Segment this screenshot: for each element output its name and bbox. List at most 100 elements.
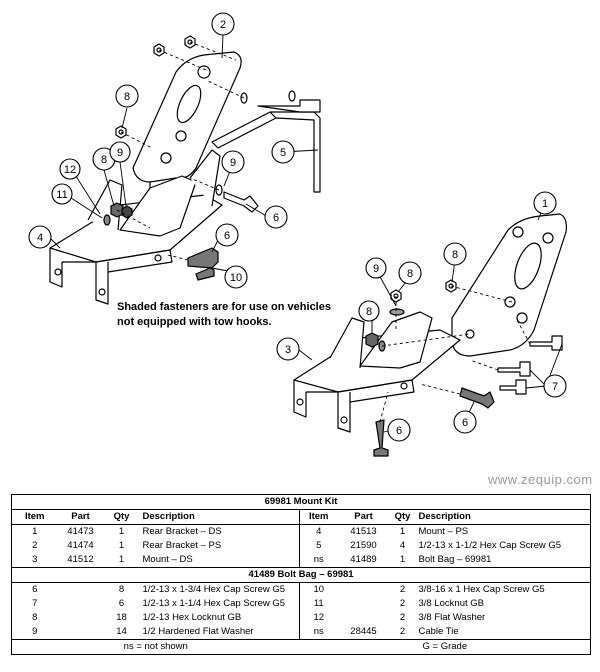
cell-description: Mount – PS bbox=[415, 524, 592, 539]
callout-6: 6 bbox=[396, 425, 402, 437]
cell-qty: 6 bbox=[118, 598, 125, 609]
cell-part: 41489 bbox=[350, 554, 377, 565]
mount-ds-part bbox=[49, 149, 223, 305]
callout-8: 8 bbox=[101, 154, 107, 166]
exploded-parts-diagram: 2 8 8 9 12 11 5 9 6 6 10 4 1 8 8 9 8 3 7… bbox=[28, 12, 567, 457]
cell-part bbox=[58, 611, 104, 625]
callout-4: 4 bbox=[37, 232, 43, 244]
table-row: 2 41474 1 Rear Bracket – PS 5 21590 4 1/… bbox=[11, 539, 592, 553]
callout-circles bbox=[28, 12, 567, 442]
cell-description: Rear Bracket – PS bbox=[142, 540, 222, 551]
cell-qty: 1 bbox=[399, 526, 406, 537]
callout-8: 8 bbox=[407, 268, 413, 280]
cell-item: 9 bbox=[11, 625, 58, 640]
cell-item: ns bbox=[299, 553, 338, 568]
right-fasteners bbox=[365, 279, 563, 457]
note-line-2: not equipped with tow hooks. bbox=[117, 316, 272, 328]
callout-9: 9 bbox=[117, 147, 123, 159]
table-row: 7 6 1/2-13 x 1-1/4 Hex Cap Screw G5 11 2… bbox=[11, 597, 592, 611]
header-qty: Qty bbox=[389, 509, 416, 525]
table-row: 9 14 1/2 Hardened Flat Washer ns 28445 2… bbox=[11, 625, 592, 640]
table-row: 1 41473 1 Rear Bracket – DS 4 41513 1 Mo… bbox=[11, 524, 592, 539]
footer-ns-note: ns = not shown bbox=[11, 639, 300, 655]
shaded-fasteners-note: Shaded fasteners are for use on vehicles… bbox=[117, 300, 331, 330]
mount-ps-part bbox=[293, 311, 461, 433]
cell-description: 1/2-13 x 1-3/4 Hex Cap Screw G5 bbox=[142, 584, 286, 595]
cell-qty: 4 bbox=[399, 540, 406, 551]
cell-qty: 2 bbox=[399, 612, 406, 623]
footer-grade-note: G = Grade bbox=[299, 639, 592, 655]
cell-item: 4 bbox=[299, 524, 338, 539]
cell-part: 21590 bbox=[350, 540, 377, 551]
note-line-1: Shaded fasteners are for use on vehicles bbox=[117, 301, 331, 313]
header-item: Item bbox=[11, 509, 58, 525]
cell-item: ns bbox=[299, 625, 338, 640]
cell-description: 1/2 Hardened Flat Washer bbox=[142, 626, 254, 637]
callout-11: 11 bbox=[56, 189, 67, 201]
cell-description: Rear Bracket – DS bbox=[142, 526, 222, 537]
cell-qty: 2 bbox=[399, 626, 406, 637]
rear-bracket-ps-part bbox=[451, 213, 567, 357]
cell-part bbox=[338, 597, 390, 611]
cell-description: 3/8-16 x 1 Hex Cap Screw G5 bbox=[415, 582, 592, 597]
header-description: Description bbox=[139, 509, 300, 525]
cell-item: 6 bbox=[11, 582, 58, 597]
cell-description: Bolt Bag – 69981 bbox=[415, 553, 592, 568]
callout-9: 9 bbox=[230, 157, 236, 169]
parts-list-table: 69981 Mount Kit Item Part Qty Descriptio… bbox=[10, 494, 592, 655]
table-row: 8 18 1/2-13 Hex Locknut GB 12 2 3/8 Flat… bbox=[11, 611, 592, 625]
cell-qty: 1 bbox=[399, 554, 406, 565]
cell-part bbox=[58, 625, 104, 640]
header-part: Part bbox=[337, 509, 390, 525]
callout-8: 8 bbox=[366, 306, 372, 318]
cell-description: 3/8 Flat Washer bbox=[415, 611, 592, 625]
callout-7: 7 bbox=[552, 381, 558, 393]
cell-description: 1/2-13 x 1-1/2 Hex Cap Screw G5 bbox=[415, 539, 592, 553]
callout-3: 3 bbox=[285, 344, 291, 356]
cell-qty: 8 bbox=[118, 584, 125, 595]
cell-qty: 14 bbox=[116, 626, 127, 637]
cell-item: 2 bbox=[11, 539, 58, 553]
cell-part: 41473 bbox=[67, 526, 94, 537]
cell-qty: 1 bbox=[118, 540, 125, 551]
cell-item: 10 bbox=[299, 582, 338, 597]
cell-item: 5 bbox=[299, 539, 338, 553]
mount-kit-title: 69981 Mount Kit bbox=[10, 494, 592, 510]
cell-part bbox=[338, 611, 390, 625]
cell-part bbox=[338, 583, 390, 598]
header-qty: Qty bbox=[103, 509, 140, 525]
callout-8: 8 bbox=[452, 249, 458, 261]
table-row: 3 41512 1 Mount – DS ns 41489 1 Bolt Bag… bbox=[11, 553, 592, 568]
header-part: Part bbox=[57, 509, 104, 525]
callout-12: 12 bbox=[64, 164, 76, 176]
header-item: Item bbox=[299, 509, 338, 525]
cell-item: 11 bbox=[299, 597, 338, 611]
cell-part: 28445 bbox=[350, 626, 377, 637]
callout-6: 6 bbox=[224, 230, 230, 242]
cell-part: 41474 bbox=[67, 540, 94, 551]
cell-item: 8 bbox=[11, 611, 58, 625]
cell-qty: 1 bbox=[118, 526, 125, 537]
table-row: 6 8 1/2-13 x 1-3/4 Hex Cap Screw G5 10 2… bbox=[11, 582, 592, 598]
cell-qty: 1 bbox=[118, 554, 125, 565]
watermark: www.zequip.com bbox=[488, 472, 593, 487]
cell-description: 1/2-13 x 1-1/4 Hex Cap Screw G5 bbox=[142, 598, 286, 609]
cell-description: 3/8 Locknut GB bbox=[415, 597, 592, 611]
table-header: Item Part Qty Description Item Part Qty … bbox=[11, 509, 592, 525]
cell-description: Cable Tie bbox=[415, 625, 592, 640]
rear-bracket-ds-part bbox=[132, 51, 242, 201]
cell-part: 41513 bbox=[350, 526, 377, 537]
cell-part bbox=[58, 583, 104, 598]
callout-8: 8 bbox=[124, 91, 130, 103]
cell-part bbox=[58, 597, 104, 611]
header-description: Description bbox=[415, 509, 592, 525]
callout-1: 1 bbox=[542, 198, 548, 210]
callout-2: 2 bbox=[220, 19, 226, 31]
cell-item: 3 bbox=[11, 553, 58, 568]
cell-description: Mount – DS bbox=[142, 554, 193, 565]
cell-part: 41512 bbox=[67, 554, 94, 565]
bolt-bag-title: 41489 Bolt Bag – 69981 bbox=[10, 567, 592, 583]
callout-9: 9 bbox=[373, 263, 379, 275]
cell-qty: 18 bbox=[116, 612, 127, 623]
cell-qty: 2 bbox=[399, 584, 406, 595]
